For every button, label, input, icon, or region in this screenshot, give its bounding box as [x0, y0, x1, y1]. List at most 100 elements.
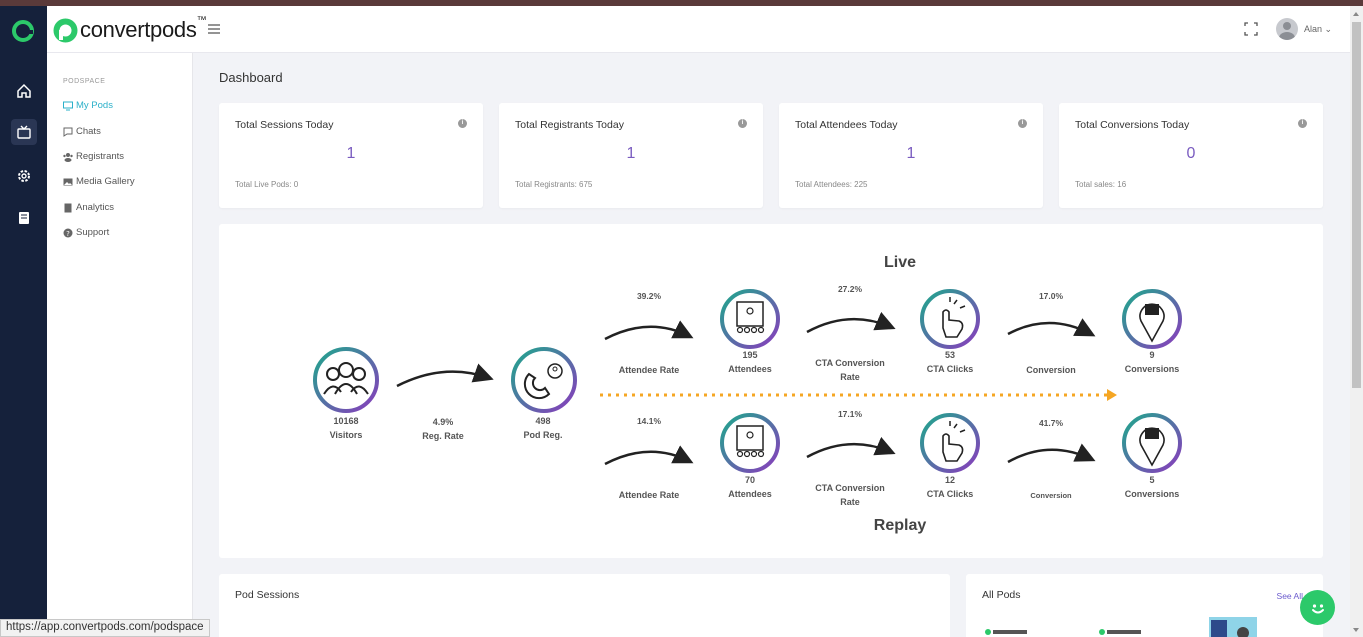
pod-sessions-card: Pod Sessions	[219, 574, 950, 637]
stat-sub: Total Registrants: 675	[515, 180, 593, 189]
stat-card-registrants: Total Registrants Today i 1 Total Regist…	[499, 103, 763, 208]
sidebar-item-registrants[interactable]: Registrants	[63, 151, 124, 162]
stat-sub: Total Attendees: 225	[795, 180, 868, 189]
pod-thumbnail[interactable]	[1098, 618, 1146, 637]
live-attendee-rate-label: Attendee Rate	[618, 365, 680, 375]
stat-value: 1	[906, 145, 916, 162]
visitors-node-icon	[313, 347, 379, 413]
stat-sub: Total Live Pods: 0	[235, 180, 299, 189]
users-icon	[63, 152, 73, 162]
presentation-node-icon	[720, 289, 780, 349]
convertpods-logo-icon	[53, 18, 78, 42]
chat-icon	[63, 127, 73, 137]
stat-card-conversions: Total Conversions Today i 0 Total sales:…	[1059, 103, 1323, 208]
replay-conversion-label: Conversion	[1030, 491, 1072, 500]
arrow-replay-conversion	[1007, 443, 1096, 464]
sidebar-item-media-gallery[interactable]: Media Gallery	[63, 176, 135, 187]
arrow-replay-cta	[806, 436, 896, 459]
chevron-down-icon: ⌄	[1324, 24, 1333, 34]
image-icon	[63, 178, 73, 185]
magnet-node-icon	[511, 347, 577, 413]
replay-heading: Replay	[873, 517, 927, 534]
live-attendee-rate-pct: 39.2%	[636, 291, 662, 301]
live-conversion-label: Conversion	[1026, 365, 1076, 375]
icon-rail	[0, 6, 47, 637]
pod-thumbnail[interactable]	[1209, 617, 1257, 637]
stat-card-sessions: Total Sessions Today i 1 Total Live Pods…	[219, 103, 483, 208]
brand-logo[interactable]: convertpods™	[52, 15, 207, 45]
page-scrollbar[interactable]	[1350, 6, 1363, 637]
live-cta-rate-pct: 27.2%	[837, 284, 863, 294]
stat-value: 1	[626, 145, 636, 162]
sidebar: PODSPACE My Pods Chats Registrants Media…	[47, 53, 193, 637]
book-icon[interactable]	[11, 205, 37, 231]
see-all-link[interactable]: See All	[1276, 591, 1303, 601]
sidebar-item-support[interactable]: ? Support	[63, 227, 109, 238]
tv-icon[interactable]	[11, 119, 37, 145]
arrow-replay-attendee	[604, 445, 694, 466]
info-icon[interactable]: i	[1018, 119, 1027, 128]
location-flag-node-icon	[1122, 413, 1182, 473]
stat-sub: Total sales: 16	[1075, 180, 1127, 189]
click-hand-node-icon	[920, 413, 980, 473]
location-flag-node-icon	[1122, 289, 1182, 349]
replay-conversion-pct: 41.7%	[1038, 418, 1064, 428]
presentation-node-icon	[720, 413, 780, 473]
brand-name: convertpods™	[80, 15, 207, 42]
scroll-up-icon[interactable]	[1353, 12, 1359, 16]
sidebar-item-analytics[interactable]: Analytics	[63, 202, 114, 213]
stat-value: 1	[346, 145, 356, 162]
question-icon: ?	[63, 228, 73, 237]
reg-rate-label: 4.9%Reg. Rate	[422, 417, 464, 441]
stat-value: 0	[1186, 145, 1196, 162]
scroll-thumb[interactable]	[1352, 22, 1361, 388]
orange-arrow-head	[1107, 389, 1117, 401]
arrow-live-attendee	[604, 320, 694, 341]
info-icon[interactable]: i	[1298, 119, 1307, 128]
fullscreen-icon[interactable]	[1244, 22, 1258, 36]
arrow-live-conversion	[1007, 318, 1096, 337]
app-logo-icon[interactable]	[11, 19, 35, 43]
gear-icon[interactable]	[11, 163, 37, 189]
arrow-reg-rate	[396, 363, 494, 388]
all-pods-card: All Pods See All	[966, 574, 1323, 637]
sidebar-item-chats[interactable]: Chats	[63, 126, 101, 137]
book-icon	[64, 203, 72, 212]
monitor-icon	[63, 101, 73, 110]
live-conversion-pct: 17.0%	[1038, 291, 1064, 301]
info-icon[interactable]: i	[738, 119, 747, 128]
chat-widget-button[interactable]	[1300, 590, 1335, 625]
home-icon[interactable]	[11, 78, 37, 104]
hamburger-menu-icon[interactable]	[206, 21, 222, 37]
user-avatar[interactable]	[1276, 18, 1298, 40]
scroll-down-icon[interactable]	[1353, 628, 1359, 632]
click-hand-node-icon	[920, 289, 980, 349]
window-top-strip	[0, 0, 1363, 6]
info-icon[interactable]: i	[458, 119, 467, 128]
user-menu[interactable]: Alan ⌄	[1304, 24, 1333, 34]
top-bar: convertpods™ Alan ⌄	[47, 6, 1350, 53]
replay-attendee-rate-pct: 14.1%	[636, 416, 662, 426]
replay-attendee-rate-label: Attendee Rate	[618, 490, 680, 500]
all-pods-title: All Pods	[982, 589, 1021, 601]
sidebar-heading: PODSPACE	[63, 78, 106, 85]
sidebar-item-my-pods[interactable]: My Pods	[63, 100, 113, 111]
pod-sessions-title: Pod Sessions	[235, 589, 300, 601]
page-title: Dashboard	[219, 70, 283, 85]
arrow-live-cta	[806, 311, 896, 334]
pod-thumbnail[interactable]	[984, 618, 1032, 637]
status-bar-url: https://app.convertpods.com/podspace	[0, 619, 210, 637]
smile-icon	[1311, 603, 1324, 613]
live-heading: Live	[883, 254, 916, 271]
